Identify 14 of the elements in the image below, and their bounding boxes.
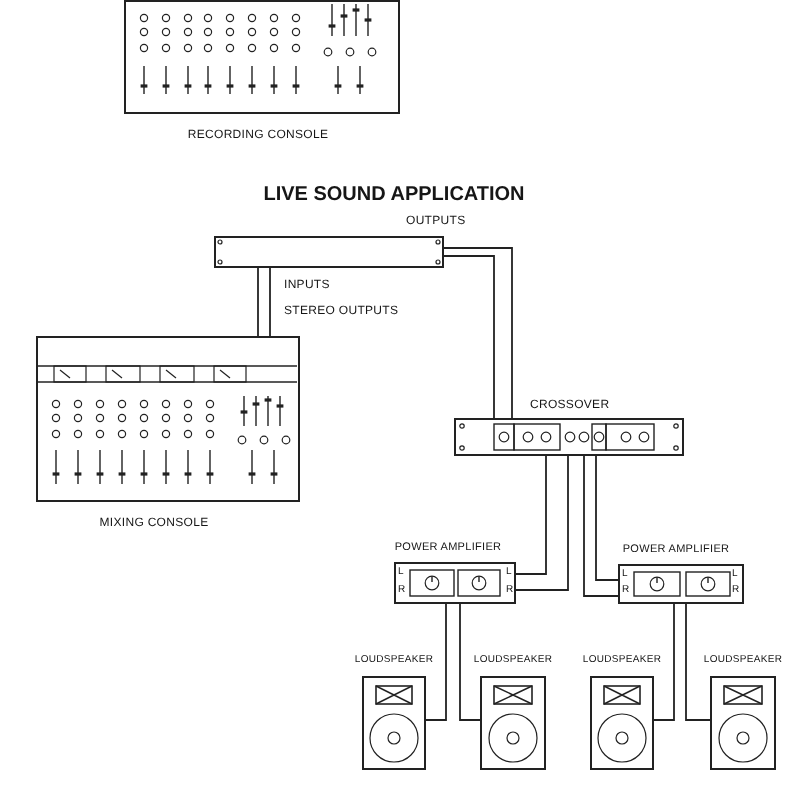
cable-line [269, 267, 271, 337]
cable-line [459, 603, 481, 721]
cable-line [685, 603, 711, 721]
cable-line [425, 603, 447, 721]
cable-line [653, 603, 675, 721]
cable-line [443, 247, 513, 419]
cable-line [515, 455, 569, 591]
diagram-title: LIVE SOUND APPLICATION [263, 184, 525, 206]
cable-line [443, 255, 495, 419]
cable-line [515, 455, 547, 575]
cable-line [595, 455, 619, 581]
rack-processor-unit [214, 236, 444, 268]
cable-line [583, 455, 619, 597]
cable-line [257, 267, 259, 337]
